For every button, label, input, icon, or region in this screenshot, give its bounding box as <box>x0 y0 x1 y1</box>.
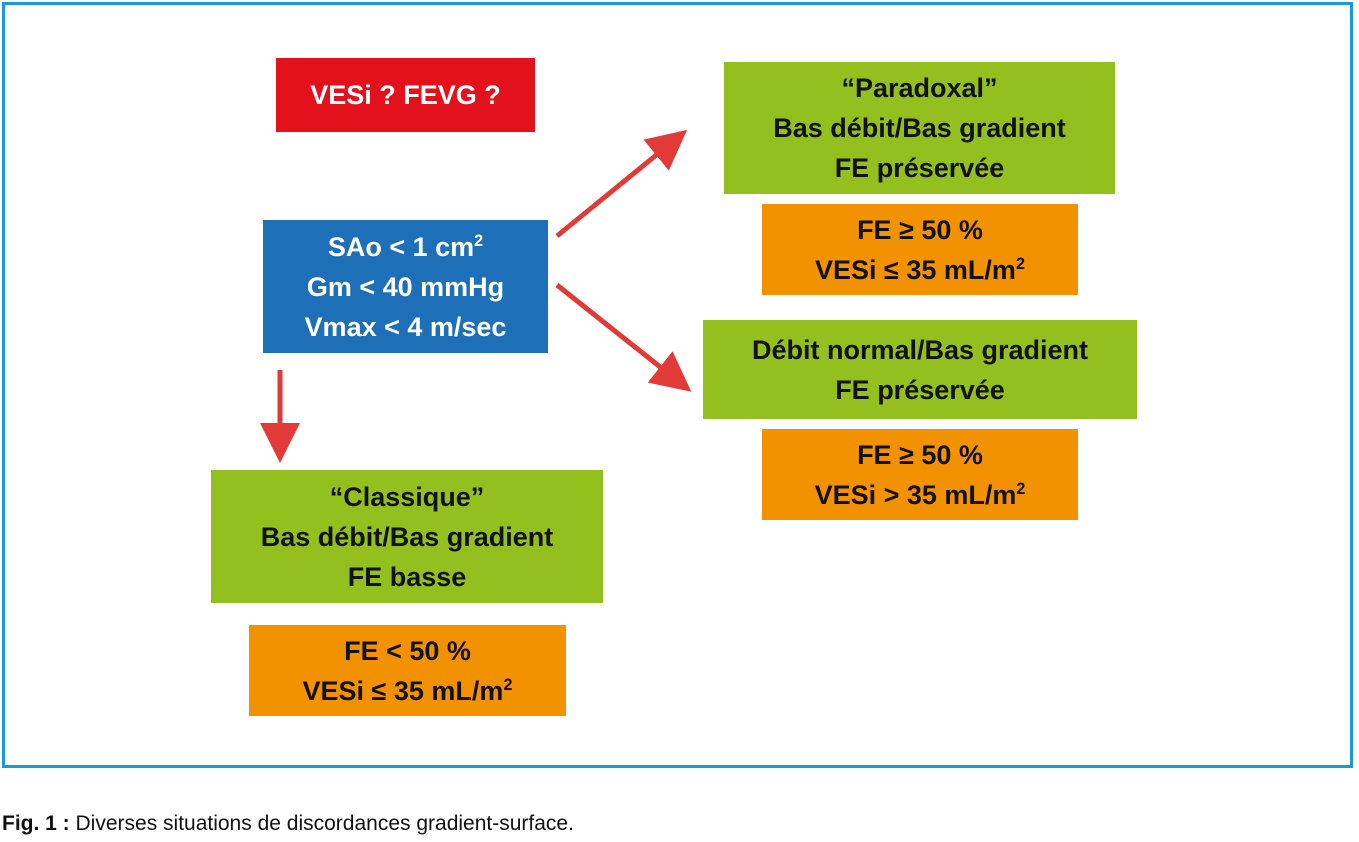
question-text: VESi ? FEVG ? <box>310 80 501 110</box>
caption-label: Fig. 1 : <box>2 812 70 835</box>
criteria-vmax: Vmax < 4 m/sec <box>304 311 507 342</box>
normal-flow-values-box: FE ≥ 50 % VESi > 35 mL/m2 <box>762 429 1078 520</box>
figure-frame <box>2 2 1353 768</box>
paradoxal-fe: FE préservée <box>834 153 1005 183</box>
criteria-box: SAo < 1 cm2 Gm < 40 mmHg Vmax < 4 m/sec <box>263 220 548 353</box>
arrow-to-paradoxal <box>555 129 688 238</box>
criteria-gm: Gm < 40 mmHg <box>306 271 505 302</box>
criteria-sao: SAo < 1 cm2 <box>327 231 484 262</box>
question-box: VESi ? FEVG ? <box>276 58 535 132</box>
classique-values-box: FE < 50 % VESi ≤ 35 mL/m2 <box>249 625 566 716</box>
normal-flow-title: Débit normal/Bas gradient <box>751 334 1089 365</box>
classique-fe-value: FE < 50 % <box>344 635 471 666</box>
normal-flow-fe-value: FE ≥ 50 % <box>857 439 983 470</box>
classique-fe: FE basse <box>347 561 467 592</box>
paradoxal-subtitle: Bas débit/Bas gradient <box>773 113 1066 143</box>
classique-title: “Classique” <box>329 481 485 512</box>
paradoxal-fe-value: FE ≥ 50 % <box>857 214 983 245</box>
arrow-to-normal-flow <box>555 283 692 392</box>
classique-box: “Classique” Bas débit/Bas gradient FE ba… <box>211 470 603 603</box>
paradoxal-values-box: FE ≥ 50 % VESi ≤ 35 mL/m2 <box>762 204 1078 295</box>
normal-flow-vesi-value: VESi > 35 mL/m2 <box>814 479 1026 510</box>
classique-vesi-value: VESi ≤ 35 mL/m2 <box>302 675 513 706</box>
paradoxal-title: “Paradoxal” <box>841 73 998 103</box>
classique-subtitle: Bas débit/Bas gradient <box>260 521 554 552</box>
caption-text: Diverses situations de discordances grad… <box>69 812 574 835</box>
normal-flow-box: Débit normal/Bas gradient FE préservée <box>703 320 1137 419</box>
normal-flow-fe: FE préservée <box>835 374 1005 405</box>
paradoxal-box: “Paradoxal” Bas débit/Bas gradient FE pr… <box>724 62 1115 194</box>
paradoxal-vesi-value: VESi ≤ 35 mL/m2 <box>815 254 1025 285</box>
figure-caption: Fig. 1 : Diverses situations de discorda… <box>2 812 574 836</box>
